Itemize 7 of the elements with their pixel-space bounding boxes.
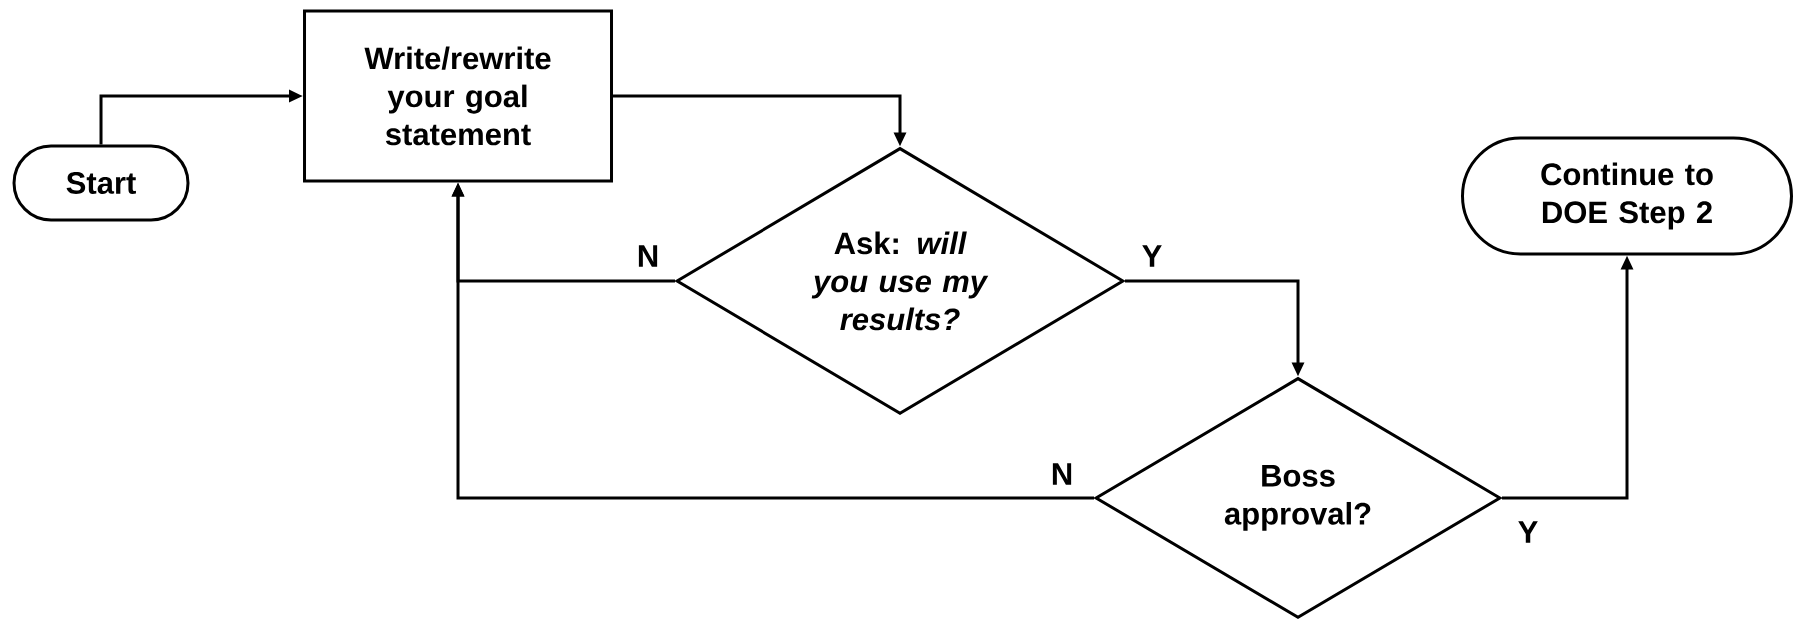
end-terminal: Continue to DOE Step 2 [1461,136,1793,256]
edge-label: Y [1139,243,1165,269]
edge-label: Y [1515,519,1541,545]
process-box: Write/rewrite your goal statement [303,9,613,183]
edge-label: N [634,243,662,269]
start-terminal: Start [12,144,190,222]
edge-label: N [1048,461,1076,487]
